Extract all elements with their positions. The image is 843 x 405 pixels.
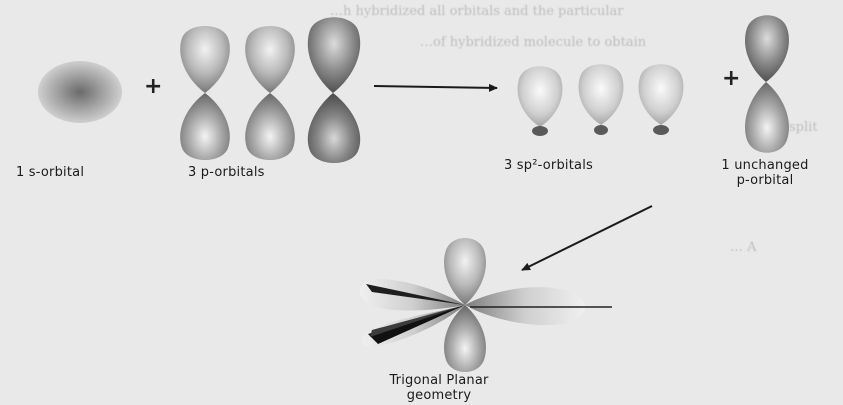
reaction-arrow-icon [374, 86, 497, 88]
p-orbital-icon [745, 15, 789, 153]
sp2-orbital-icon [579, 64, 624, 135]
sp2-orbital-icon [518, 66, 563, 136]
trigonal-label-line1: Trigonal Planar [374, 373, 504, 388]
s-orbital-label: 1 s-orbital [16, 165, 84, 180]
unchanged-p-orbital-label: 1 unchanged p-orbital [700, 158, 830, 188]
unchanged-label-line2: p-orbital [700, 173, 830, 188]
plus-operator: + [722, 66, 740, 91]
p-orbital-icon [308, 17, 360, 163]
trigonal-label-line2: geometry [374, 388, 504, 403]
s-orbital-icon [38, 61, 122, 123]
p-orbital-icon [180, 26, 230, 160]
sp2-orbitals-label: 3 sp²-orbitals [504, 158, 593, 173]
p-orbitals-label: 3 p-orbitals [188, 165, 265, 180]
reaction-arrow-icon [522, 206, 652, 270]
p-orbital-icon [245, 26, 295, 160]
sp2-orbital-icon [639, 64, 684, 135]
trigonal-planar-label: Trigonal Planar geometry [374, 373, 504, 403]
trigonal-planar-icon [360, 238, 612, 372]
unchanged-label-line1: 1 unchanged [700, 158, 830, 173]
plus-operator: + [144, 74, 162, 99]
